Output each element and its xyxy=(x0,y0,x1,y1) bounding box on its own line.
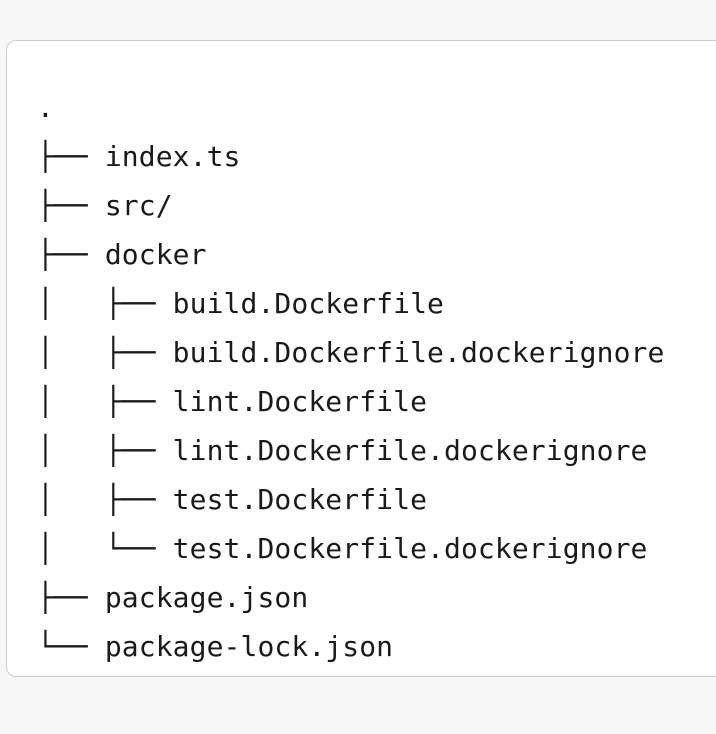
tree-row: │ ├── build.Dockerfile.dockerignore xyxy=(37,328,664,377)
directory-tree-card: .├── index.ts├── src/├── docker│ ├── bui… xyxy=(6,40,716,677)
tree-entry-name: . xyxy=(37,91,54,124)
tree-row: . xyxy=(37,83,664,132)
tree-row: │ ├── build.Dockerfile xyxy=(37,279,664,328)
tree-branch-glyph: ├── xyxy=(37,189,105,222)
tree-branch-glyph: │ ├── xyxy=(37,434,173,467)
tree-row: ├── src/ xyxy=(37,181,664,230)
tree-entry-name: lint.Dockerfile.dockerignore xyxy=(172,434,648,467)
tree-branch-glyph: │ ├── xyxy=(37,287,173,320)
tree-row: ├── docker xyxy=(37,230,664,279)
tree-branch-glyph: ├── xyxy=(37,140,105,173)
tree-branch-glyph: │ └── xyxy=(37,532,173,565)
tree-entry-name: test.Dockerfile xyxy=(172,483,428,516)
tree-row: ├── package.json xyxy=(37,573,664,622)
tree-branch-glyph: ├── xyxy=(37,581,105,614)
tree-entry-name: build.Dockerfile.dockerignore xyxy=(172,336,665,369)
tree-branch-glyph: ├── xyxy=(37,238,105,271)
tree-entry-name: test.Dockerfile.dockerignore xyxy=(172,532,648,565)
tree-entry-name: package.json xyxy=(104,581,309,614)
tree-entry-name: index.ts xyxy=(104,140,241,173)
tree-branch-glyph: │ ├── xyxy=(37,483,173,516)
tree-row: │ └── test.Dockerfile.dockerignore xyxy=(37,524,664,573)
tree-row: │ ├── lint.Dockerfile.dockerignore xyxy=(37,426,664,475)
tree-entry-name: src/ xyxy=(104,189,173,222)
tree-row: │ ├── test.Dockerfile xyxy=(37,475,664,524)
tree-row: │ ├── lint.Dockerfile xyxy=(37,377,664,426)
tree-row: ├── index.ts xyxy=(37,132,664,181)
tree-branch-glyph: └── xyxy=(37,630,105,663)
tree-branch-glyph: │ ├── xyxy=(37,385,173,418)
tree-branch-glyph: │ ├── xyxy=(37,336,173,369)
tree-entry-name: lint.Dockerfile xyxy=(172,385,428,418)
tree-row: └── package-lock.json xyxy=(37,622,664,671)
tree-entry-name: docker xyxy=(104,238,207,271)
tree-entry-name: build.Dockerfile xyxy=(172,287,444,320)
directory-tree-text: .├── index.ts├── src/├── docker│ ├── bui… xyxy=(37,83,664,671)
tree-entry-name: package-lock.json xyxy=(104,630,394,663)
